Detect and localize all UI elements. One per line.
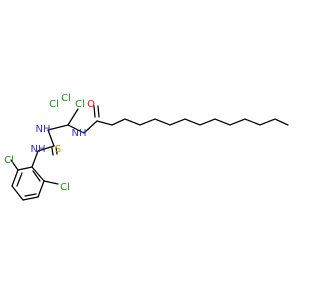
- chlorine-label-1: Cl: [61, 93, 71, 104]
- nitrogen-label-right: NH: [72, 128, 87, 139]
- bond-thio-s-2: [51, 147, 54, 156]
- sulfur-label: S: [55, 144, 61, 155]
- nitrogen-label-left: NH: [36, 124, 51, 135]
- chlorine-label-3: Cl: [75, 99, 85, 110]
- structure-canvas: Cl Cl Cl O NH NH NH S Cl Cl: [4, 93, 289, 201]
- bond-ch-nh-right: [67, 124, 85, 134]
- bond-thio-s-1: [55, 146, 58, 155]
- bond-thio-c-nh-bottom: [37, 145, 55, 152]
- oxygen-label: O: [87, 99, 95, 110]
- alkyl-chain: [111, 118, 289, 126]
- bond-group: [10, 105, 289, 201]
- bond-ring-f: [37, 180, 45, 198]
- bond-ring-inner-3: [32, 170, 41, 182]
- bond-ring-g: [31, 166, 45, 182]
- ring-chlorine-top-label: Cl: [4, 155, 14, 166]
- bond-nh-right-carbonyl: [83, 120, 98, 134]
- bond-carbonyl-o-2: [97, 105, 100, 118]
- bond-ring-e: [22, 196, 39, 201]
- bond-carbonyl-o-1: [93, 105, 96, 118]
- atom-labels: Cl Cl Cl O NH NH NH S Cl Cl: [4, 93, 95, 193]
- bond-ring-inner-1: [16, 172, 23, 187]
- nitrogen-label-bottom: NH: [31, 144, 46, 155]
- bond-ring-b: [17, 166, 33, 171]
- bond-ring-c: [11, 169, 19, 187]
- bond-carbonyl-chain: [96, 120, 113, 126]
- chemical-structure: Cl Cl Cl O NH NH NH S Cl Cl: [4, 93, 289, 201]
- bond-ch-nh-left: [47, 124, 69, 131]
- bond-nh-left-thio-c: [47, 129, 55, 147]
- bond-ring-inner-2: [24, 193, 37, 197]
- bond-ring-cl-bottom: [43, 180, 59, 185]
- ring-chlorine-bottom-label: Cl: [60, 182, 70, 193]
- bond-ring-cl-top: [10, 159, 19, 171]
- chlorine-label-2: Cl: [49, 99, 59, 110]
- bond-ring-a: [31, 150, 39, 168]
- bond-ccl3-ch: [67, 108, 79, 126]
- bond-ring-d: [11, 185, 24, 201]
